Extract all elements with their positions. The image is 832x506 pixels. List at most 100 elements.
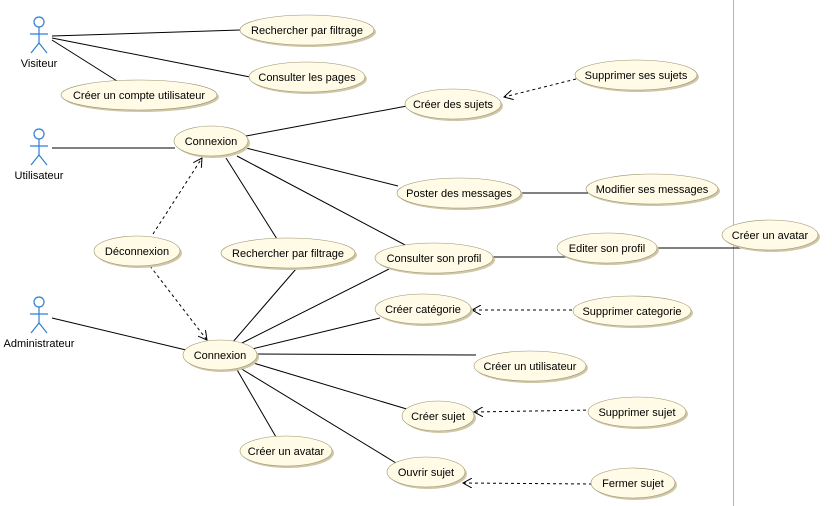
usecase-ellipse	[60, 79, 218, 111]
association-line-20	[247, 317, 381, 351]
actor-utilisateur[interactable]: Utilisateur	[15, 128, 64, 182]
dependency-line-16	[463, 483, 593, 484]
usecase-u-deconn[interactable]: Déconnexion	[93, 235, 182, 268]
usecase-ellipse	[173, 125, 249, 157]
usecase-a-ouvrir[interactable]: Ouvrir sujet	[386, 456, 467, 489]
usecase-u-editer[interactable]: Editer son profil	[556, 232, 659, 265]
usecase-ellipse	[404, 88, 502, 120]
actor-head-icon	[33, 296, 45, 308]
usecase-label: Supprimer categorie	[582, 306, 681, 318]
association-line-24	[235, 367, 277, 438]
usecase-v-rech[interactable]: Rechercher par filtrage	[239, 14, 376, 47]
actor-right-leg-icon	[38, 42, 48, 54]
usecase-u-avatar[interactable]: Créer un avatar	[721, 219, 820, 252]
usecase-ellipse	[239, 14, 375, 46]
usecase-a-avatar[interactable]: Créer un avatar	[239, 435, 334, 468]
usecase-label: Rechercher par filtrage	[251, 25, 363, 37]
usecase-v-pages[interactable]: Consulter les pages	[248, 61, 367, 94]
usecase-u-modif[interactable]: Modifier ses messages	[585, 173, 720, 206]
usecase-ellipse	[386, 456, 466, 488]
dependency-line-12	[152, 158, 202, 235]
usecase-label: Editer son profil	[569, 243, 645, 255]
association-line-19	[237, 268, 390, 346]
usecase-label: Créer un compte utilisateur	[73, 90, 205, 102]
usecase-label: Créer un utilisateur	[484, 361, 577, 373]
usecase-label: Créer sujet	[411, 411, 465, 423]
actor-left-leg-icon	[30, 154, 40, 166]
usecase-v-compte[interactable]: Créer un compte utilisateur	[60, 79, 219, 112]
usecase-u-rech[interactable]: Rechercher par filtrage	[220, 237, 357, 270]
usecase-u-sujets[interactable]: Créer des sujets	[404, 88, 503, 121]
associations	[51, 29, 742, 484]
usecase-ellipse	[473, 350, 587, 382]
actor-left-leg-icon	[30, 42, 40, 54]
actor-administrateur[interactable]: Administrateur	[4, 296, 75, 350]
usecase-u-conn[interactable]: Connexion	[173, 125, 250, 158]
actor-right-leg-icon	[38, 322, 48, 334]
usecase-label: Créer un avatar	[248, 446, 325, 458]
usecase-ellipse	[396, 177, 522, 209]
association-line-22	[249, 361, 411, 411]
usecase-label: Fermer sujet	[602, 478, 664, 490]
actor-label: Administrateur	[4, 338, 75, 350]
association-line-23	[239, 367, 397, 464]
usecase-u-supp-sujets[interactable]: Supprimer ses sujets	[574, 59, 699, 92]
usecase-ellipse	[587, 396, 687, 428]
actor-visiteur[interactable]: Visiteur	[21, 16, 58, 70]
usecase-a-fermer[interactable]: Fermer sujet	[590, 467, 677, 500]
usecase-label: Consulter son profil	[387, 253, 482, 265]
usecase-label: Poster des messages	[406, 188, 512, 200]
association-line-6	[225, 157, 278, 240]
association-line-21	[254, 353, 477, 356]
usecase-label: Créer un avatar	[732, 230, 809, 242]
actor-left-leg-icon	[30, 322, 40, 334]
dependency-line-13	[149, 265, 207, 340]
usecase-ellipse	[374, 242, 494, 274]
association-line-5	[245, 147, 399, 187]
usecase-ellipse	[374, 293, 472, 325]
association-line-18	[231, 268, 297, 344]
usecase-label: Supprimer sujet	[598, 407, 675, 419]
usecase-ellipse	[248, 61, 366, 93]
usecase-ellipse	[590, 467, 676, 499]
dependency-line-15	[474, 410, 593, 412]
actor-right-leg-icon	[38, 154, 48, 166]
actor-head-icon	[33, 128, 45, 140]
usecase-u-profil[interactable]: Consulter son profil	[374, 242, 495, 275]
association-line-2	[51, 39, 118, 82]
actor-label: Utilisateur	[15, 170, 64, 182]
association-line-7	[236, 155, 408, 247]
usecase-label: Créer catégorie	[385, 304, 461, 316]
usecase-ellipse	[93, 235, 181, 267]
association-line-0	[51, 29, 241, 37]
usecase-label: Déconnexion	[105, 246, 169, 258]
usecase-a-user[interactable]: Créer un utilisateur	[473, 350, 588, 383]
usecase-ellipse	[556, 232, 658, 264]
usecase-label: Rechercher par filtrage	[232, 248, 344, 260]
boundary-separator	[733, 0, 734, 506]
association-line-17	[51, 317, 187, 351]
usecase-label: Connexion	[185, 136, 238, 148]
usecase-label: Connexion	[194, 350, 247, 362]
usecase-a-supp-cat[interactable]: Supprimer categorie	[572, 295, 693, 328]
association-line-1	[51, 37, 251, 78]
usecase-ellipse	[239, 435, 333, 467]
usecase-ellipse	[721, 219, 819, 251]
usecase-label: Consulter les pages	[258, 72, 356, 84]
usecase-label: Ouvrir sujet	[398, 467, 454, 479]
usecase-a-supp-sujet[interactable]: Supprimer sujet	[587, 396, 688, 429]
usecase-u-poster[interactable]: Poster des messages	[396, 177, 523, 210]
usecase-a-conn[interactable]: Connexion	[182, 339, 259, 372]
usecase-ellipse	[572, 295, 692, 327]
usecase-label: Créer des sujets	[413, 99, 494, 111]
actor-label: Visiteur	[21, 58, 58, 70]
usecase-ellipse	[220, 237, 356, 269]
usecase-ellipse	[182, 339, 258, 371]
usecase-label: Supprimer ses sujets	[585, 70, 688, 82]
actor-head-icon	[33, 16, 45, 28]
usecase-a-cat[interactable]: Créer catégorie	[374, 293, 473, 326]
usecase-a-sujet[interactable]: Créer sujet	[401, 400, 476, 433]
usecase-ellipse	[585, 173, 719, 205]
